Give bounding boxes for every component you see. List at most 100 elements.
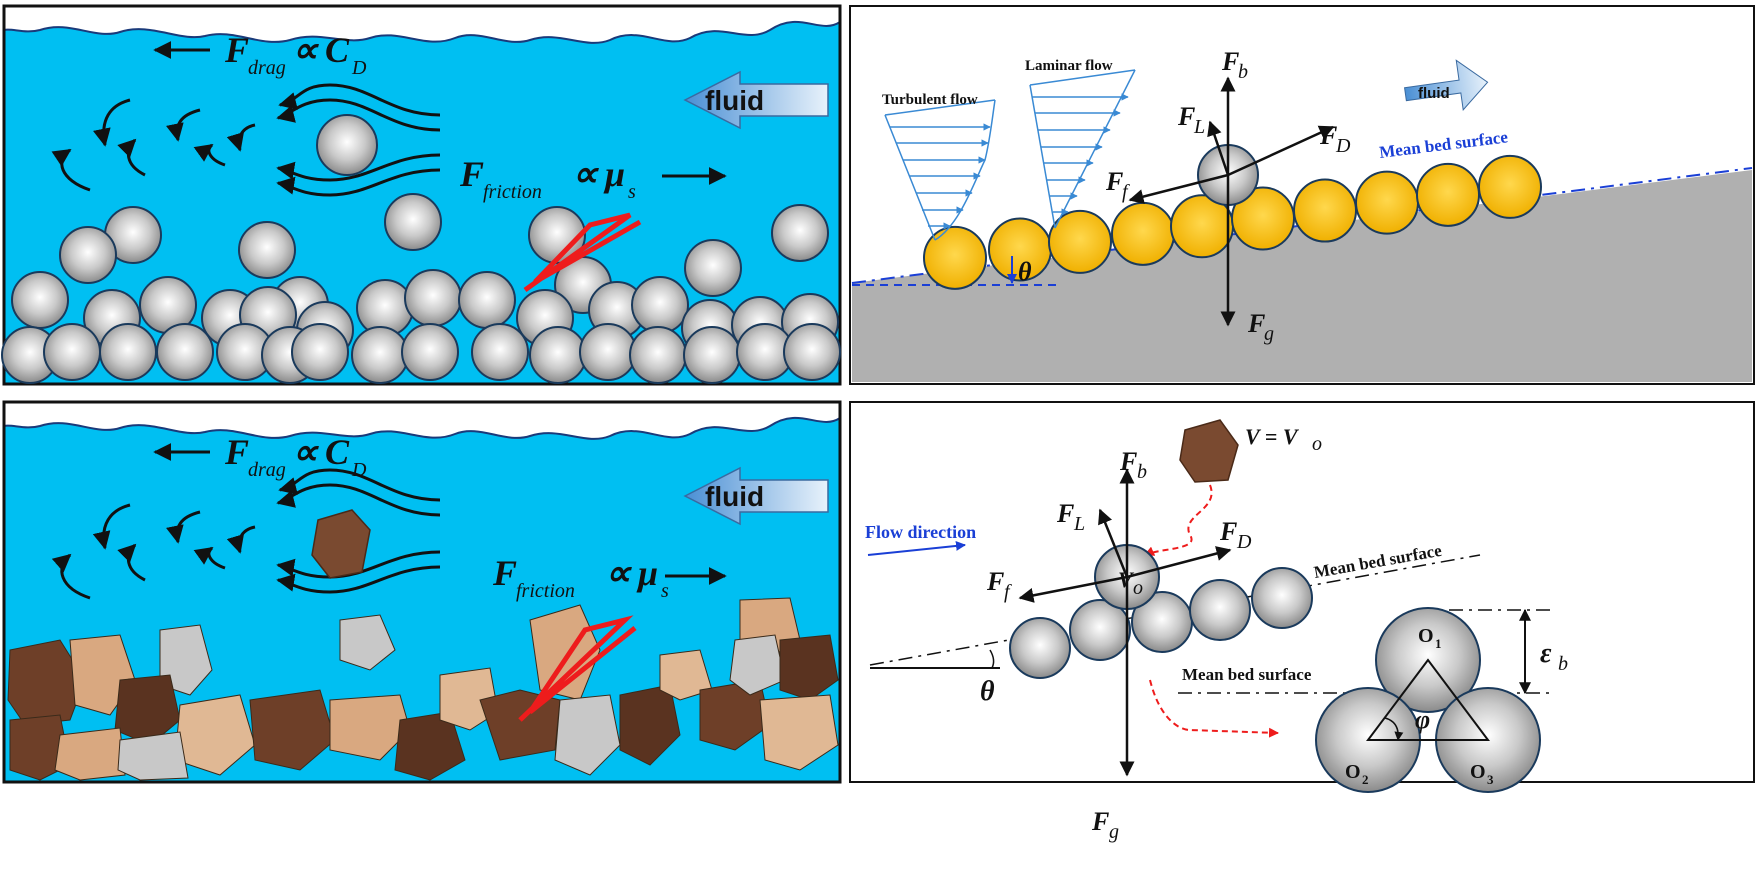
fl-sub-d: L: [1073, 513, 1085, 535]
force-arrows-d: [1018, 468, 1232, 777]
gray-grain: [771, 204, 829, 262]
orange-grain: [1355, 170, 1419, 235]
fluid-label: fluid: [705, 85, 764, 116]
drag-symbol-c: F: [224, 432, 249, 472]
friction-subscript: friction: [483, 181, 542, 203]
epsilon-label: ε: [1540, 638, 1552, 669]
orange-grain: [1111, 201, 1175, 266]
vo-sub: o: [1133, 577, 1143, 599]
gravel-stone: [9, 714, 71, 781]
gravel-stone: [759, 694, 839, 771]
gray-bed-grain: [1069, 599, 1131, 661]
gray-grain: [99, 323, 157, 381]
gravel-stone: [779, 634, 839, 701]
gray-grain: [384, 193, 442, 251]
theta-label-d: θ: [980, 676, 995, 707]
fg-sub-d: g: [1109, 821, 1119, 843]
turbulent-profile: [884, 99, 996, 241]
gravel-stone: [339, 614, 396, 671]
flow-direction-arrow: [867, 540, 966, 556]
orange-grain: [1416, 162, 1480, 227]
ff-sub: f: [1122, 181, 1130, 203]
gravel-stone: [729, 634, 786, 696]
gray-grain: [471, 323, 529, 381]
orange-grain: [1293, 178, 1357, 243]
gray-grain: [43, 323, 101, 381]
friction-symbol-c: F: [492, 553, 517, 593]
fl-symbol: F: [1177, 102, 1195, 131]
fl-symbol-d: F: [1056, 499, 1074, 528]
o2-label: O: [1345, 761, 1361, 783]
gray-grain: [291, 323, 349, 381]
gray-grain: [631, 276, 689, 334]
falling-gravel: [1179, 419, 1239, 483]
contact-zigzag-c: [518, 615, 637, 722]
gravel-stone: [659, 649, 713, 701]
drag-coeff-c: C: [325, 432, 350, 472]
drag-coeff-sub: D: [351, 57, 367, 79]
gray-grain: [316, 114, 378, 176]
friction-coeff: μ: [603, 154, 625, 194]
force-arrows: [1128, 76, 1335, 327]
gray-grain: [528, 206, 586, 264]
theta-arc-d: [989, 649, 995, 669]
o3-sub: 3: [1487, 772, 1494, 787]
proportional-symbol-c: ∝: [292, 432, 319, 472]
panel-c-frame: [2, 400, 842, 784]
gray-grain: [629, 326, 687, 384]
friction-coeff-sub-c: s: [661, 580, 669, 602]
gray-grain: [351, 326, 409, 384]
panel-c: F drag ∝ C D fluid F friction ∝ μ s: [2, 400, 842, 784]
gravel-bed: [7, 597, 839, 781]
gray-grain: [684, 239, 742, 297]
gray-grain: [458, 271, 516, 329]
panel-a: F drag ∝ C D fluid F friction ∝ μ s: [1, 4, 842, 386]
gravel-stone: [54, 727, 126, 781]
drag-symbol: F: [224, 30, 249, 70]
small-fluid-label: fluid: [1418, 85, 1450, 102]
ff-symbol-d: F: [986, 567, 1004, 596]
gravel-stone: [439, 667, 499, 731]
fg-symbol: F: [1247, 309, 1265, 338]
velocity-label: V = V: [1245, 424, 1300, 449]
proportional-symbol-2: ∝: [572, 154, 599, 194]
theta-label-b: θ: [1018, 257, 1032, 286]
laminar-profile: [1029, 69, 1136, 229]
gravel-stone: [249, 689, 336, 771]
velocity-sub: o: [1312, 433, 1322, 455]
phi-label: φ: [1415, 705, 1430, 734]
o1-sub: 1: [1435, 636, 1442, 651]
laminar-flow-label: Laminar flow: [1025, 58, 1113, 74]
fd-symbol-d: F: [1219, 517, 1237, 546]
vortex-arrows-c: [51, 503, 256, 600]
o1-label: O: [1418, 625, 1434, 647]
fd-sub: D: [1335, 135, 1351, 157]
fluid-arrow-c: [683, 466, 829, 526]
bed-region: [852, 170, 1752, 382]
panel-b: Turbulent flow Laminar flow fluid Mean b…: [849, 5, 1755, 385]
flow-direction-label: Flow direction: [865, 522, 976, 542]
friction-coeff-c: μ: [636, 553, 658, 593]
gravel-stone: [7, 639, 86, 726]
epsilon-sub: b: [1558, 653, 1568, 675]
contact-zigzag: [523, 212, 642, 293]
transport-path: [1149, 679, 1279, 738]
streamlines: [276, 83, 441, 197]
ff-sub-d: f: [1004, 581, 1012, 603]
fb-symbol: F: [1221, 47, 1239, 76]
water-surface-c: [3, 401, 841, 440]
fluid-arrow: [683, 70, 829, 130]
gravel-stone: [529, 604, 601, 701]
gray-grain: [238, 221, 296, 279]
friction-subscript-c: friction: [516, 580, 575, 602]
fb-sub-d: b: [1137, 461, 1147, 483]
panel-d: V = V o Flow direction Mean bed surface …: [849, 401, 1755, 843]
orange-grains: [923, 154, 1542, 290]
gray-grain: [59, 226, 117, 284]
orange-grain: [923, 225, 987, 290]
fg-sub: g: [1264, 323, 1274, 345]
gravel-stone: [114, 674, 181, 746]
fd-sub-d: D: [1236, 531, 1252, 553]
vo-symbol: V: [1118, 567, 1135, 592]
